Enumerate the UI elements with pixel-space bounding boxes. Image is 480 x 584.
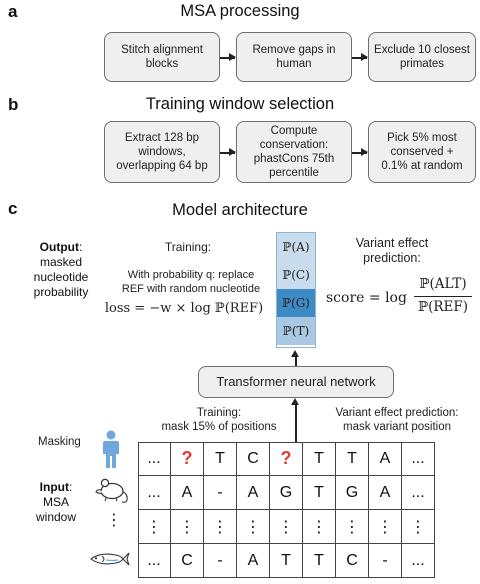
arrow-a1: [220, 54, 236, 60]
msa-cell: T: [270, 544, 303, 578]
msa-cell: ...: [402, 476, 435, 510]
msa-cell: ⋮: [303, 510, 336, 544]
prob-g: ℙ(G): [277, 289, 315, 317]
msa-cell: ...: [138, 476, 171, 510]
msa-cell: A: [237, 476, 270, 510]
msa-cell: ⋮: [336, 510, 369, 544]
step-stitch-alignment: Stitch alignment blocks: [104, 32, 220, 82]
prob-c: ℙ(C): [277, 261, 315, 289]
msa-cell: -: [369, 544, 402, 578]
msa-cell: C: [171, 544, 204, 578]
msa-cell: ⋮: [171, 510, 204, 544]
msa-cell: C: [336, 544, 369, 578]
variant-effect-title: Variant effect prediction:: [355, 236, 429, 265]
variant-mask-caption: Variant effect prediction: mask variant …: [335, 407, 459, 433]
arrow-b2: [352, 149, 368, 155]
msa-grid-frame: [138, 442, 435, 578]
input-label-rest: : MSA window: [35, 480, 77, 524]
prob-a: ℙ(A): [277, 233, 315, 261]
msa-cell: T: [303, 544, 336, 578]
output-label-bold: Output: [39, 240, 79, 254]
training-loss-formula: loss = −w × log ℙ(REF): [104, 301, 264, 316]
probability-column: ℙ(A) ℙ(C) ℙ(G) ℙ(T): [276, 232, 316, 348]
msa-cell: ...: [402, 442, 435, 476]
output-label-rest: : masked nucleotide probability: [33, 240, 89, 299]
step-extract-windows: Extract 128 bp windows, overlapping 64 b…: [104, 121, 220, 183]
panel-c-title: Model architecture: [172, 201, 308, 219]
input-label-bold: Input: [39, 480, 69, 494]
panel-a-letter: a: [8, 2, 18, 21]
training-title: Training:: [164, 240, 212, 254]
msa-cell: ...: [138, 544, 171, 578]
step-exclude-primates: Exclude 10 closest primates: [368, 32, 476, 82]
output-label: Output: masked nucleotide probability: [14, 240, 108, 300]
panel-a-title: MSA processing: [180, 2, 300, 20]
msa-cell: T: [204, 442, 237, 476]
panel-b-letter: b: [8, 95, 19, 114]
msa-cell: C: [237, 442, 270, 476]
prob-t: ℙ(T): [277, 317, 315, 345]
msa-cell: A: [171, 476, 204, 510]
msa-cell: -: [204, 544, 237, 578]
msa-cell: ⋮: [138, 510, 171, 544]
msa-cell: T: [303, 442, 336, 476]
score-numerator: ℙ(ALT): [419, 276, 467, 292]
panel-b-title: Training window selection: [145, 95, 335, 113]
panel-c-letter: c: [8, 199, 18, 218]
msa-cell: ...: [138, 442, 171, 476]
human-icon: [103, 430, 119, 468]
msa-cell: T: [303, 476, 336, 510]
msa-cell: ⋮: [237, 510, 270, 544]
training-mask-caption: Training: mask 15% of positions: [161, 407, 277, 433]
fish-icon: [90, 552, 130, 566]
msa-cell: ...: [402, 544, 435, 578]
arrow-b1: [220, 149, 236, 155]
arrow-to-probabilities: [292, 350, 298, 366]
score-fraction-line: [414, 296, 472, 297]
msa-cell: A: [237, 544, 270, 578]
score-formula: score = log ℙ(ALT) ℙ(REF): [326, 276, 476, 320]
msa-cell: T: [336, 442, 369, 476]
msa-cell: G: [270, 476, 303, 510]
msa-cell: ⋮: [204, 510, 237, 544]
masked-cell: ?: [270, 442, 303, 476]
arrow-a2: [352, 54, 368, 60]
msa-cell: G: [336, 476, 369, 510]
training-description: With probability q: replace REF with ran…: [121, 269, 261, 295]
score-denominator: ℙ(REF): [417, 299, 469, 315]
mouse-icon: [95, 478, 128, 503]
step-pick-conserved: Pick 5% most conserved + 0.1% at random: [368, 121, 476, 183]
transformer-box: Transformer neural network: [198, 366, 394, 398]
msa-cell: ⋮: [402, 510, 435, 544]
masking-label: Masking: [38, 436, 81, 448]
msa-cell: -: [204, 476, 237, 510]
arrow-to-transformer: [292, 398, 298, 442]
msa-cell: A: [369, 442, 402, 476]
input-label: Input: MSA window: [24, 480, 88, 525]
step-remove-gaps: Remove gaps in human: [236, 32, 352, 82]
step-compute-conservation: Compute conservation: phastCons 75th per…: [236, 121, 352, 183]
msa-cell: ⋮: [369, 510, 402, 544]
msa-cell: A: [369, 476, 402, 510]
msa-cell: ⋮: [270, 510, 303, 544]
species-vdots: ⋮: [106, 512, 122, 529]
masked-cell: ?: [171, 442, 204, 476]
score-label: score = log: [326, 290, 407, 306]
